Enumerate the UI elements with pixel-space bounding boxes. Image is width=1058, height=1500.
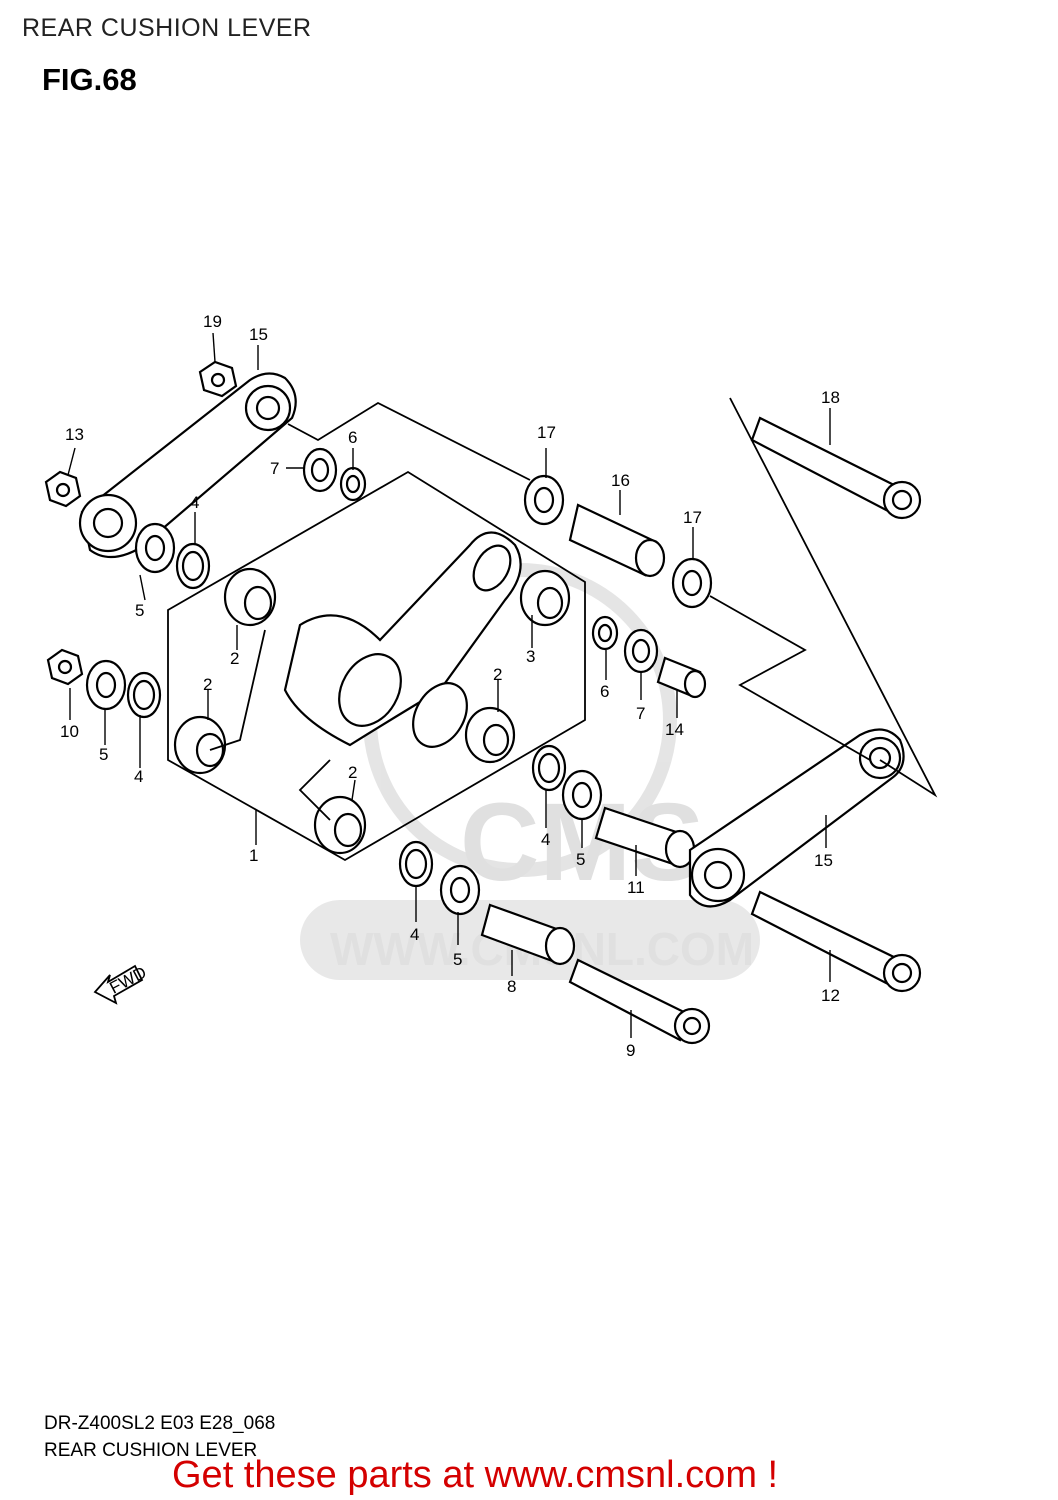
callout-4c: 4 [541,830,550,849]
lever-housing-outline [167,470,586,862]
washer [134,522,176,574]
needle-bearing [173,715,227,775]
sleeve-11 [594,806,696,869]
nut-19 [198,360,238,398]
callout-5d: 5 [453,950,462,969]
needle-bearing [313,795,367,855]
callout-6b: 6 [600,682,609,701]
diagram-caption: REAR CUSHION LEVER [44,1440,258,1461]
washer [85,659,127,711]
callout-labels: 19 15 13 6 7 4 5 17 16 18 17 2 3 2 6 7 1… [60,312,840,1060]
callout-2: 2 [230,649,239,668]
needle-bearing [519,569,571,627]
callout-19: 19 [203,312,222,331]
callout-14: 14 [665,720,684,739]
callout-6: 6 [348,428,357,447]
washer [671,557,713,609]
callout-15: 15 [249,325,268,344]
callout-3: 3 [526,647,535,666]
spacer-14 [656,656,707,699]
callout-5: 5 [135,601,144,620]
callout-11: 11 [627,878,645,897]
callout-16: 16 [611,471,630,490]
washer [302,447,338,493]
model-code: DR-Z400SL2 E03 E28_068 [44,1413,276,1434]
callout-5c: 5 [576,850,585,869]
washer [531,744,567,792]
spacer-16 [568,503,666,578]
nut-13 [44,470,82,508]
figure-number: FIG.68 [42,62,137,97]
fwd-label: FWD [106,963,149,998]
washer [439,864,481,916]
sleeve-8 [480,903,576,966]
callout-12: 12 [821,986,840,1005]
promo-link[interactable]: Get these parts at www.cmsnl.com ! [172,1454,779,1496]
bolt-9 [568,958,711,1045]
callout-15b: 15 [814,851,833,870]
page-title: REAR CUSHION LEVER [22,14,312,42]
callout-4d: 4 [410,925,419,944]
washer [591,615,619,651]
callout-13: 13 [65,425,84,444]
callout-7: 7 [270,459,279,478]
callout-4b: 4 [134,767,143,786]
washer [175,542,211,590]
callout-2d: 2 [348,763,357,782]
callout-8: 8 [507,977,516,996]
assembly-line [729,397,938,798]
cushion-lever-body [283,531,522,748]
assembly-line [298,759,331,821]
washer [398,840,434,888]
callout-4: 4 [190,493,199,512]
washer [623,628,659,674]
assembly-line [709,595,871,761]
nut-10 [46,648,84,686]
callout-10: 10 [60,722,79,741]
connecting-rod-right [688,728,905,908]
washer [523,474,565,526]
washer [561,769,603,821]
callout-2b: 2 [493,665,502,684]
callout-2c: 2 [203,675,212,694]
callout-5b: 5 [99,745,108,764]
assembly-line [209,629,266,751]
fwd-direction-arrow: FWD [93,963,150,1005]
assembly-line [287,401,531,481]
needle-bearing [223,567,277,627]
callout-1: 1 [249,846,258,865]
washer [126,671,162,719]
callout-17b: 17 [683,508,702,527]
callout-9: 9 [626,1041,635,1060]
washer [339,466,367,502]
connecting-rod-left [78,372,297,559]
callout-17: 17 [537,423,556,442]
bolt-18 [750,416,922,520]
callout-18: 18 [821,388,840,407]
bolt-12 [750,890,922,993]
callout-7b: 7 [636,704,645,723]
needle-bearing [464,706,516,764]
